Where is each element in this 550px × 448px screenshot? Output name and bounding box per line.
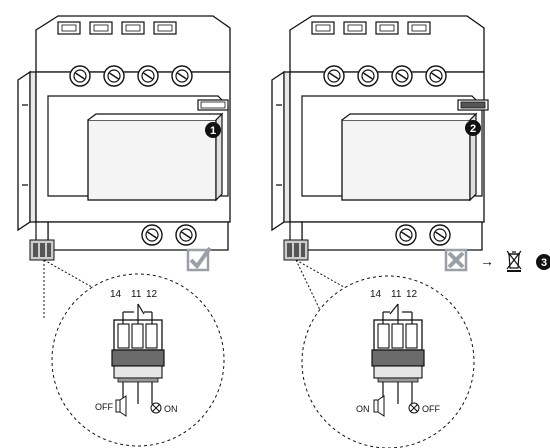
badge-2: 2	[465, 120, 481, 136]
lamp-icon	[408, 402, 420, 414]
contact-label-14-right: 14	[370, 289, 382, 300]
buzzer-icon	[373, 395, 385, 417]
switch-label-on-right: ON	[356, 404, 370, 414]
contact-label-11-left: 11	[131, 289, 142, 300]
crossed-bin-icon	[506, 250, 522, 272]
contact-label-12-left: 12	[146, 289, 158, 300]
badge-3: 3	[536, 254, 550, 270]
badge-1: 1	[205, 122, 221, 138]
spd-module-right	[272, 16, 484, 252]
check-icon	[186, 246, 212, 272]
buzzer-icon	[115, 395, 127, 417]
svg-text:1: 1	[210, 125, 216, 137]
device-left: 1 14 11 12 OFF	[18, 16, 230, 447]
lamp-icon	[150, 402, 162, 414]
signal-connector-right	[283, 239, 309, 261]
svg-text:2: 2	[470, 123, 476, 135]
contact-label-12-right: 12	[406, 289, 418, 300]
switch-label-on-left: ON	[164, 404, 178, 414]
signal-connector-left	[29, 239, 55, 261]
cross-icon	[444, 248, 468, 272]
arrow-icon: →	[480, 253, 494, 269]
spd-module-left	[18, 16, 230, 252]
contact-label-11-right: 11	[391, 289, 402, 300]
terminal-block-left	[111, 303, 165, 404]
device-right: 2 → 3 14 11	[272, 16, 550, 448]
svg-text:3: 3	[541, 257, 547, 269]
switch-label-off-right: OFF	[422, 404, 440, 414]
switch-label-off-left: OFF	[95, 402, 113, 412]
contact-label-14-left: 14	[110, 289, 122, 300]
terminal-block-right	[371, 303, 425, 404]
